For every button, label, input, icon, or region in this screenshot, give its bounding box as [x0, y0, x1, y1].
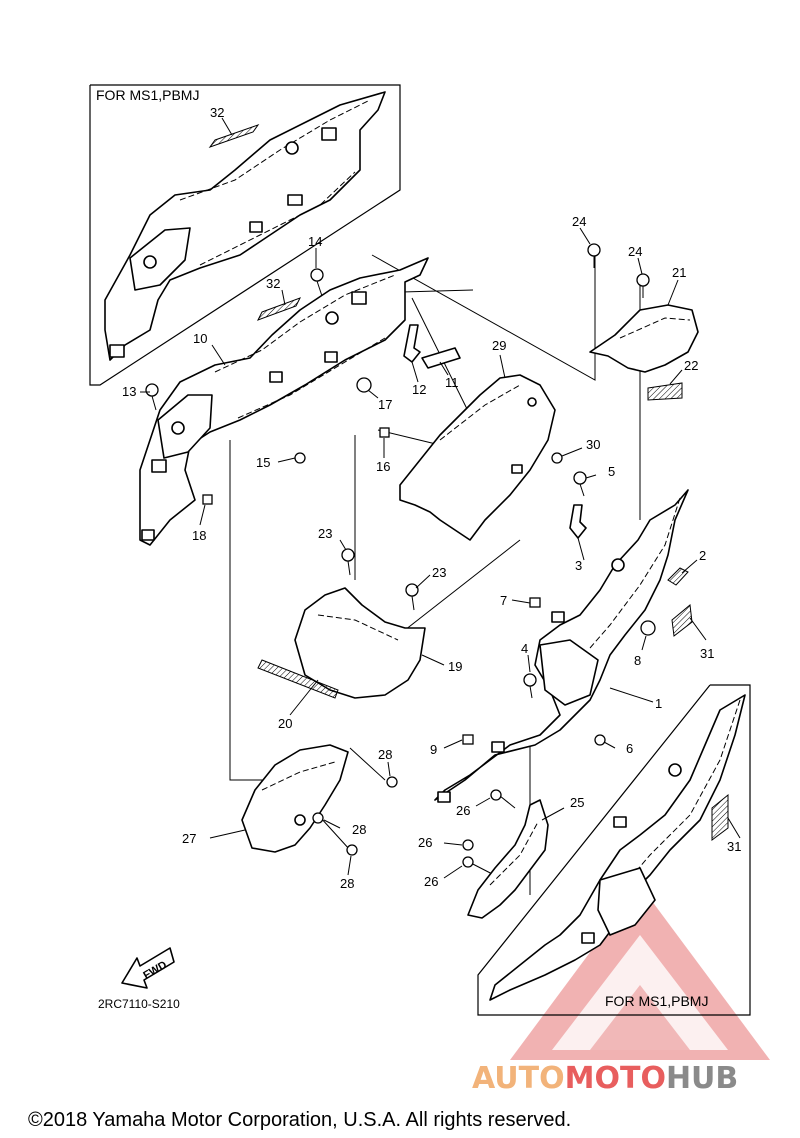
callout-9: 9 — [430, 742, 437, 757]
screw-24b — [636, 273, 650, 298]
watermark-word-moto: MOTO — [565, 1061, 666, 1096]
callout-22: 22 — [684, 358, 698, 373]
screw-6 — [594, 734, 606, 746]
callout-19: 19 — [448, 659, 462, 674]
inset-side-cover-top — [104, 91, 386, 361]
leader-lines — [140, 227, 707, 879]
callout-26a: 26 — [456, 803, 470, 818]
callout-23b: 23 — [432, 565, 446, 580]
watermark-logo — [510, 885, 770, 1060]
inset-label-bottom-right: FOR MS1,PBMJ — [605, 993, 708, 1009]
callout-30: 30 — [586, 437, 600, 452]
washer-28a — [386, 776, 398, 788]
screw-5 — [573, 471, 587, 497]
decal-32-main — [256, 297, 302, 321]
washer-26c — [462, 856, 474, 868]
fasteners — [145, 243, 656, 868]
callout-12: 12 — [412, 382, 426, 397]
screw-4 — [523, 673, 537, 699]
diagram-code: 2RC7110-S210 — [98, 997, 180, 1011]
washer-28b — [312, 812, 324, 824]
watermark-triangle-inner — [552, 935, 728, 1050]
front-cover-19 — [257, 587, 426, 699]
watermark-word-auto: AUTO — [472, 1061, 565, 1096]
nut-18 — [202, 494, 213, 505]
nut-7 — [529, 597, 541, 608]
callout-5: 5 — [608, 464, 615, 479]
callout-23a: 23 — [318, 526, 332, 541]
pad-22 — [647, 382, 683, 401]
screw-24a — [587, 243, 601, 268]
callout-32-inset: 32 — [210, 105, 224, 120]
screw-23a — [341, 548, 355, 576]
callout-11: 11 — [445, 375, 459, 390]
bracket-11 — [421, 347, 461, 369]
decal-32-inset — [208, 124, 260, 148]
callout-27: 27 — [182, 831, 196, 846]
lower-cover-25 — [467, 799, 549, 919]
copyright-notice: ©2018 Yamaha Motor Corporation, U.S.A. A… — [28, 1109, 571, 1131]
callout-31-main: 31 — [700, 646, 714, 661]
decal-31-inset — [711, 793, 729, 841]
callout-10: 10 — [193, 331, 207, 346]
callout-26c: 26 — [424, 874, 438, 889]
decal-31-main — [671, 604, 693, 637]
cover-21 — [589, 304, 699, 401]
callout-29: 29 — [492, 338, 506, 353]
callout-15: 15 — [256, 455, 270, 470]
watermark-triangle-core — [590, 985, 690, 1050]
washer-26a — [490, 789, 502, 801]
callout-13: 13 — [122, 384, 136, 399]
callout-32-main: 32 — [266, 276, 280, 291]
side-cover-1 — [434, 489, 693, 803]
callout-26b: 26 — [418, 835, 432, 850]
watermark-brand-text: AUTOMOTOHUB — [472, 1061, 738, 1096]
callout-28b: 28 — [352, 822, 366, 837]
clip-3 — [569, 504, 587, 539]
screw-30 — [551, 452, 563, 464]
callout-2: 2 — [699, 548, 706, 563]
callout-31-inset: 31 — [727, 839, 741, 854]
lower-cover-27 — [241, 744, 349, 853]
inset-side-cover-bottom — [489, 694, 746, 1001]
screw-14 — [310, 268, 324, 297]
callout-7: 7 — [500, 593, 507, 608]
screw-23b — [405, 583, 419, 611]
callout-16: 16 — [376, 459, 390, 474]
screw-13 — [145, 383, 159, 411]
washer-28c — [346, 844, 358, 856]
washer-26b — [462, 839, 474, 851]
side-cover-10 — [139, 257, 429, 546]
callout-1: 1 — [655, 696, 662, 711]
callout-28a: 28 — [378, 747, 392, 762]
callout-6: 6 — [626, 741, 633, 756]
clip-12 — [403, 324, 421, 363]
callout-24b: 24 — [628, 244, 642, 259]
callout-14: 14 — [308, 234, 322, 249]
inner-panel-29 — [399, 374, 556, 541]
callout-20: 20 — [278, 716, 292, 731]
nut-9 — [462, 734, 474, 745]
strip-20 — [257, 659, 339, 699]
screw-15 — [294, 452, 306, 464]
callout-17: 17 — [378, 397, 392, 412]
fwd-arrow-icon: FWD — [121, 947, 175, 989]
nut-16 — [379, 427, 390, 438]
callout-24a: 24 — [572, 214, 586, 229]
callouts: 32 14 32 10 13 12 11 17 15 16 18 29 30 2… — [122, 105, 741, 891]
grommet-8 — [640, 620, 656, 636]
callout-3: 3 — [575, 558, 582, 573]
inset-label-top-left: FOR MS1,PBMJ — [96, 87, 199, 103]
callout-8: 8 — [634, 653, 641, 668]
callout-25: 25 — [570, 795, 584, 810]
inset-box-bottom-right: FOR MS1,PBMJ — [477, 684, 751, 1016]
callout-21: 21 — [672, 265, 686, 280]
grommet-17 — [356, 377, 372, 393]
callout-28c: 28 — [340, 876, 354, 891]
watermark-word-hub: HUB — [666, 1061, 738, 1096]
callout-4: 4 — [521, 641, 528, 656]
inset-box-top-left: FOR MS1,PBMJ — [89, 84, 401, 386]
callout-18: 18 — [192, 528, 206, 543]
